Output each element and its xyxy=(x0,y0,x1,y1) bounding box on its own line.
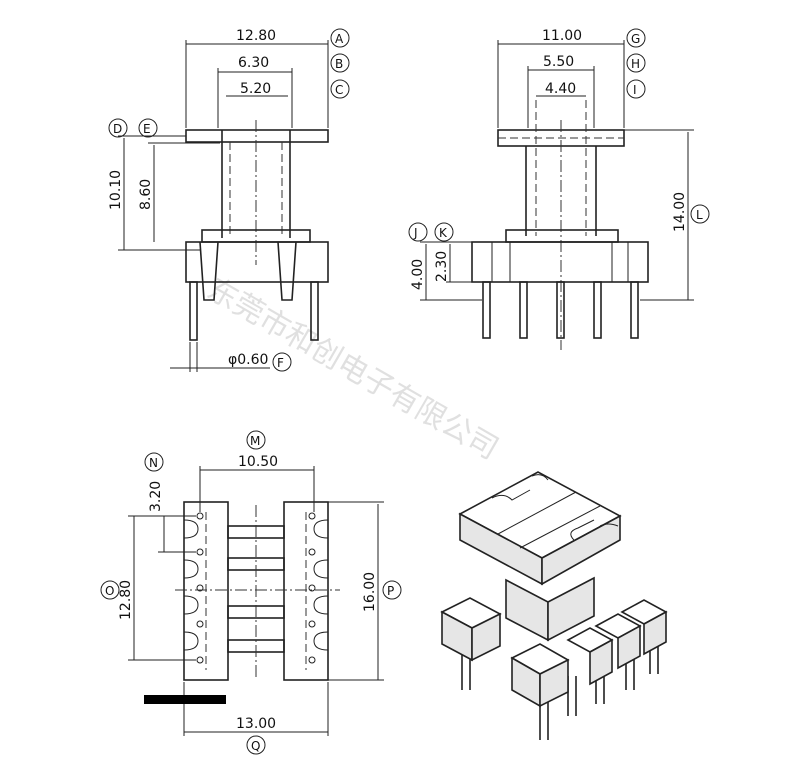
svg-text:K: K xyxy=(439,226,448,240)
marker-a: A xyxy=(330,28,350,48)
marker-n: N xyxy=(144,452,164,472)
dim-12-80-bottom: 12.80 xyxy=(118,580,134,620)
isometric-view xyxy=(440,471,668,740)
dim-11-00: 11.00 xyxy=(542,28,582,44)
dim-14-00: 14.00 xyxy=(672,192,688,232)
dim-13-00: 13.00 xyxy=(236,716,276,732)
bottom-view: 10.50 3.20 12.80 16.00 13.00 M N O P Q xyxy=(100,430,402,755)
marker-i: I xyxy=(626,79,646,99)
dim-10-50: 10.50 xyxy=(238,454,278,470)
svg-text:O: O xyxy=(105,584,114,598)
marker-m: M xyxy=(246,430,266,450)
dim-5-50: 5.50 xyxy=(543,54,574,70)
svg-text:C: C xyxy=(335,83,343,97)
dim-8-60: 8.60 xyxy=(138,179,154,210)
svg-text:D: D xyxy=(113,122,122,136)
dim-3-20: 3.20 xyxy=(148,481,164,512)
svg-text:N: N xyxy=(149,456,158,470)
svg-text:F: F xyxy=(277,356,284,370)
marker-j: J xyxy=(408,222,428,242)
dim-4-40: 4.40 xyxy=(545,81,576,97)
dim-10-10: 10.10 xyxy=(108,170,124,210)
watermark-text: 东莞市和创电子有限公司 xyxy=(201,272,504,467)
svg-text:G: G xyxy=(631,32,640,46)
front-view: 12.80 6.30 5.20 10.10 8.60 φ0.60 A B C D… xyxy=(108,28,350,372)
svg-text:A: A xyxy=(335,32,344,46)
svg-text:I: I xyxy=(633,83,637,97)
svg-text:M: M xyxy=(250,434,260,448)
svg-text:B: B xyxy=(335,57,343,71)
dim-2-30: 2.30 xyxy=(434,251,450,282)
svg-text:P: P xyxy=(387,584,394,598)
dim-5-20: 5.20 xyxy=(240,81,271,97)
marker-e: E xyxy=(138,118,158,138)
marker-f: F xyxy=(272,352,292,372)
svg-text:Q: Q xyxy=(251,739,260,753)
dim-16-00: 16.00 xyxy=(362,572,378,612)
svg-text:J: J xyxy=(413,226,418,240)
marker-c: C xyxy=(330,79,350,99)
dim-6-30: 6.30 xyxy=(238,55,269,71)
marker-q: Q xyxy=(246,735,266,755)
black-bar xyxy=(144,695,226,704)
svg-text:E: E xyxy=(143,122,151,136)
dim-pin-dia: φ0.60 xyxy=(228,352,268,368)
dim-12-80: 12.80 xyxy=(236,28,276,44)
marker-d: D xyxy=(108,118,128,138)
marker-g: G xyxy=(626,28,646,48)
marker-k: K xyxy=(434,222,454,242)
svg-text:H: H xyxy=(631,57,640,71)
marker-b: B xyxy=(330,53,350,73)
svg-text:L: L xyxy=(696,208,703,222)
side-view: 11.00 5.50 4.40 14.00 4.00 2.30 G H I J … xyxy=(408,28,710,350)
marker-o: O xyxy=(100,580,120,600)
dim-4-00: 4.00 xyxy=(410,259,426,290)
marker-p: P xyxy=(382,580,402,600)
marker-h: H xyxy=(626,53,646,73)
marker-l: L xyxy=(690,204,710,224)
